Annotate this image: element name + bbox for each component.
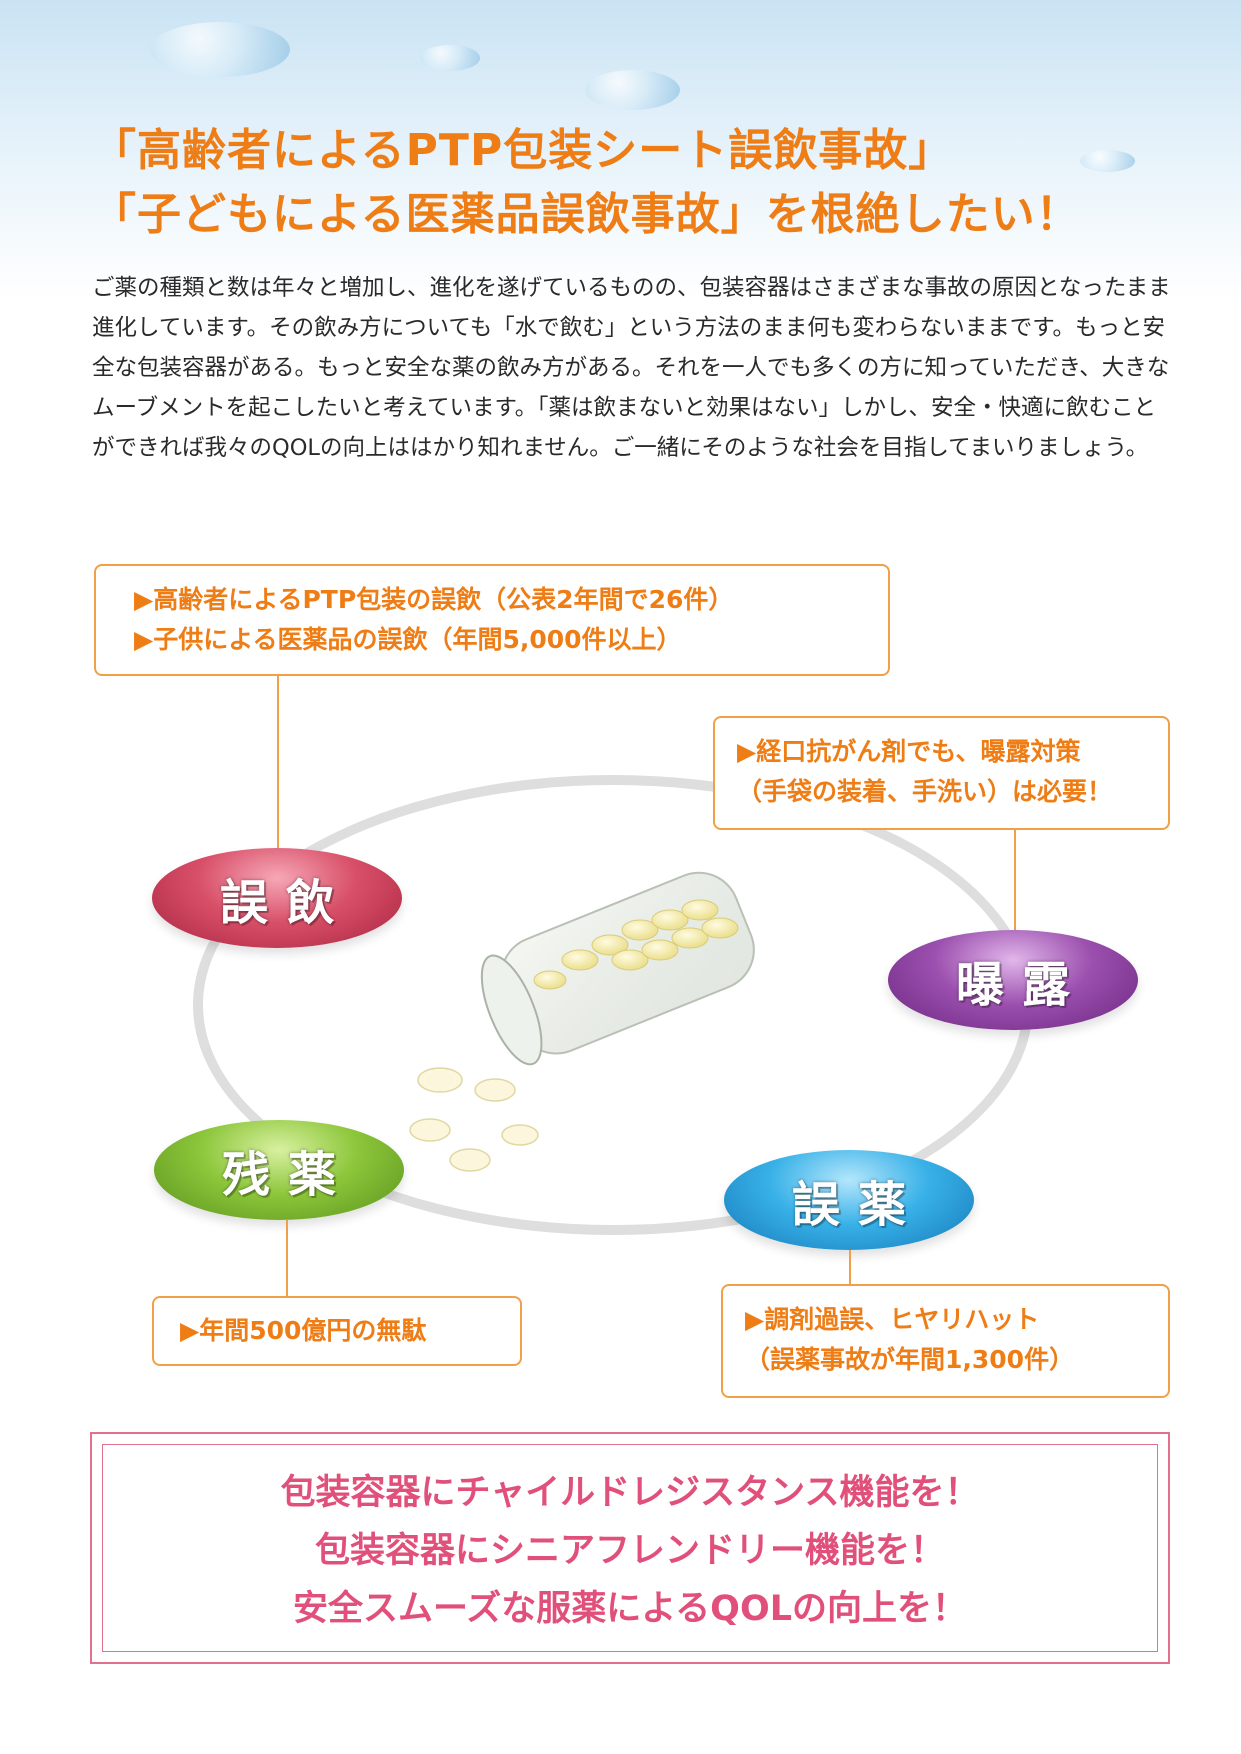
goyaku-label: 誤薬 xyxy=(791,1177,924,1233)
zanyaku-connector xyxy=(286,1220,288,1296)
goin-label-pill: 誤飲 xyxy=(152,848,402,948)
zanyaku-info-line-1: ▶年間500億円の無駄 xyxy=(180,1316,427,1345)
intro-paragraph: ご薬の種類と数は年々と増加し、進化を遂げているものの、包装容器はさまざまな事故の… xyxy=(92,275,1171,461)
goyaku-info-line-2: （誤薬事故が年間1,300件） xyxy=(745,1345,1075,1374)
call-to-action-inner-border xyxy=(102,1444,1158,1652)
goin-connector xyxy=(277,676,279,848)
zanyaku-label-pill: 残薬 xyxy=(154,1120,404,1220)
zanyaku-label: 残薬 xyxy=(221,1147,354,1203)
water-drop-image xyxy=(1080,150,1135,172)
bakuro-label-pill: 曝露 xyxy=(888,930,1138,1030)
scattered-tablets-image xyxy=(409,1067,539,1172)
goyaku-info-line-1: ▶調剤過誤、ヒヤリハット xyxy=(745,1305,1040,1334)
bakuro-label: 曝露 xyxy=(955,957,1088,1013)
headline-line-1: 「高齢者によるPTP包装シート誤飲事故」 xyxy=(92,125,954,176)
bakuro-info-line-2: （手袋の装着、手洗い）は必要！ xyxy=(737,777,1113,806)
goin-info-line-2: ▶子供による医薬品の誤飲（年間5,000件以上） xyxy=(134,625,682,654)
bakuro-info-box: ▶経口抗がん剤でも、曝露対策 （手袋の装着、手洗い）は必要！ xyxy=(713,716,1170,830)
pill-bottle-image xyxy=(480,871,755,1066)
zanyaku-info-box: ▶年間500億円の無駄 xyxy=(152,1296,522,1366)
goin-info-line-1: ▶高齢者によるPTP包装の誤飲（公表2年間で26件） xyxy=(134,585,734,614)
goin-info-box: ▶高齢者によるPTP包装の誤飲（公表2年間で26件） ▶子供による医薬品の誤飲（… xyxy=(94,564,890,676)
bakuro-connector xyxy=(1014,830,1016,930)
water-drop-image xyxy=(420,45,480,71)
water-drop-image xyxy=(585,70,680,110)
cta-line-2: 包装容器にシニアフレンドリー機能を！ xyxy=(314,1531,945,1571)
goyaku-label-pill: 誤薬 xyxy=(724,1150,974,1250)
cta-line-1: 包装容器にチャイルドレジスタンス機能を！ xyxy=(280,1473,980,1513)
cta-line-3: 安全スムーズな服薬によるQOLの向上を！ xyxy=(292,1589,967,1629)
goin-label: 誤飲 xyxy=(219,875,352,931)
call-to-action-box: 包装容器にチャイルドレジスタンス機能を！ 包装容器にシニアフレンドリー機能を！ … xyxy=(90,1432,1170,1664)
headline-line-2: 「子どもによる医薬品誤飲事故」を根絶したい！ xyxy=(92,189,1081,240)
goyaku-info-box: ▶調剤過誤、ヒヤリハット （誤薬事故が年間1,300件） xyxy=(721,1284,1170,1398)
goyaku-connector xyxy=(849,1250,851,1284)
call-to-action-lines: 包装容器にチャイルドレジスタンス機能を！ 包装容器にシニアフレンドリー機能を！ … xyxy=(92,1464,1168,1638)
water-drop-image xyxy=(150,22,290,77)
bakuro-info-line-1: ▶経口抗がん剤でも、曝露対策 xyxy=(737,737,1081,766)
